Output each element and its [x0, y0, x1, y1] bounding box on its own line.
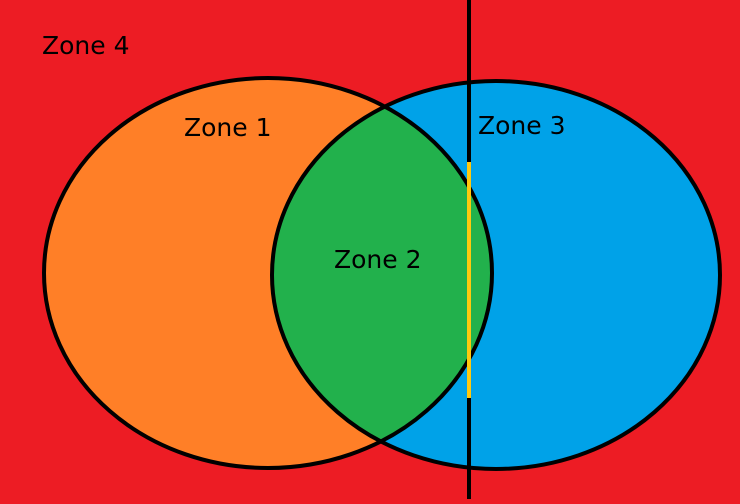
right-circle-outline	[270, 79, 722, 471]
left-circle-outline	[42, 76, 494, 470]
zone-2-label: Zone 2	[334, 245, 422, 274]
zone-4-label: Zone 4	[42, 31, 130, 60]
zone-2-region	[272, 81, 492, 468]
zone-3-label: Zone 3	[478, 111, 566, 140]
zone-1-label: Zone 1	[184, 113, 272, 142]
